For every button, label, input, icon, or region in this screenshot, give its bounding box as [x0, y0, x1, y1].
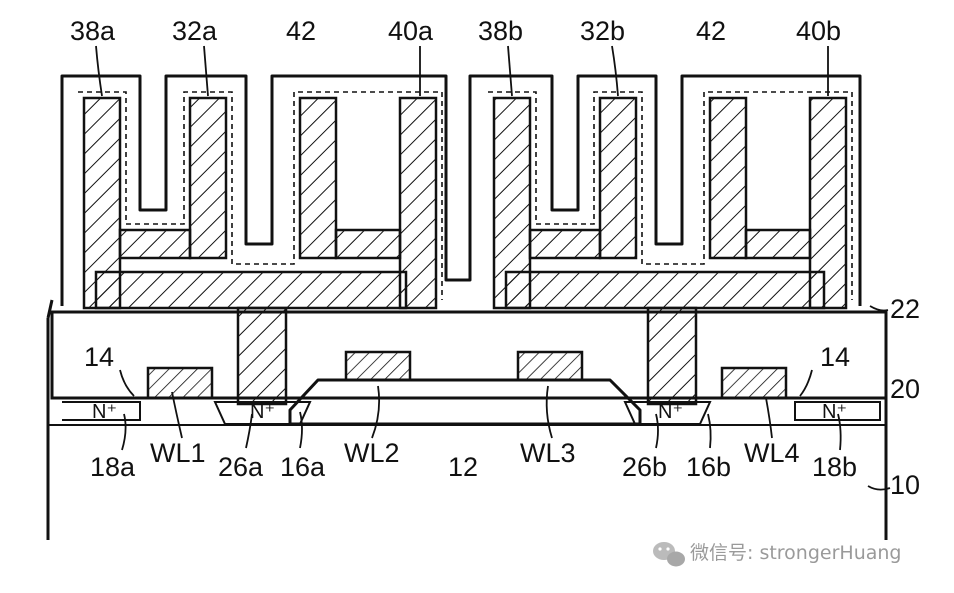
label-n-plus-1: N⁺	[92, 401, 117, 423]
label-38a: 38a	[70, 16, 116, 46]
word-line-wl1	[146, 366, 214, 400]
label-42-left: 42	[286, 16, 316, 46]
top-electrode-42	[60, 74, 862, 306]
word-line-wl3	[516, 350, 584, 382]
diffusion-regions	[62, 401, 881, 425]
label-20: 20	[890, 374, 920, 404]
contact-plug-26b	[646, 306, 698, 406]
label-18a: 18a	[90, 452, 136, 482]
part-labels: 38a 32a 42 40a 38b 32b 42 40b 22 14 14 2…	[70, 16, 920, 500]
contact-plug-26a	[236, 306, 288, 406]
leader-lines	[95, 45, 891, 491]
label-14-right: 14	[820, 342, 850, 372]
label-26b: 26b	[622, 452, 667, 482]
label-12: 12	[448, 452, 478, 482]
label-18b: 18b	[812, 452, 857, 482]
word-line-wl4	[720, 366, 788, 400]
watermark-text: 微信号: strongerHuang	[690, 542, 902, 564]
label-40b: 40b	[796, 16, 841, 46]
storage-node-a	[78, 91, 443, 310]
label-42-right: 42	[696, 16, 726, 46]
word-lines	[146, 350, 788, 400]
storage-node-b	[488, 91, 853, 310]
label-wl2: WL2	[344, 438, 400, 468]
label-16a: 16a	[280, 452, 326, 482]
label-wl3: WL3	[520, 438, 576, 468]
word-line-wl2	[344, 350, 412, 382]
label-16b: 16b	[686, 452, 731, 482]
wechat-icon	[653, 542, 685, 567]
label-38b: 38b	[478, 16, 523, 46]
label-22: 22	[890, 294, 920, 324]
label-wl4: WL4	[744, 438, 800, 468]
label-n-plus-2: N⁺	[250, 401, 275, 423]
label-n-plus-3: N⁺	[658, 401, 683, 423]
label-26a: 26a	[218, 452, 264, 482]
label-32a: 32a	[172, 16, 218, 46]
label-14-left: 14	[84, 342, 114, 372]
watermark: 微信号: strongerHuang	[653, 542, 902, 567]
contact-plugs	[236, 306, 698, 406]
label-40a: 40a	[388, 16, 434, 46]
label-10: 10	[890, 470, 920, 500]
label-wl1: WL1	[150, 438, 206, 468]
storage-node-base	[94, 270, 826, 310]
label-32b: 32b	[580, 16, 625, 46]
label-n-plus-4: N⁺	[822, 401, 847, 423]
